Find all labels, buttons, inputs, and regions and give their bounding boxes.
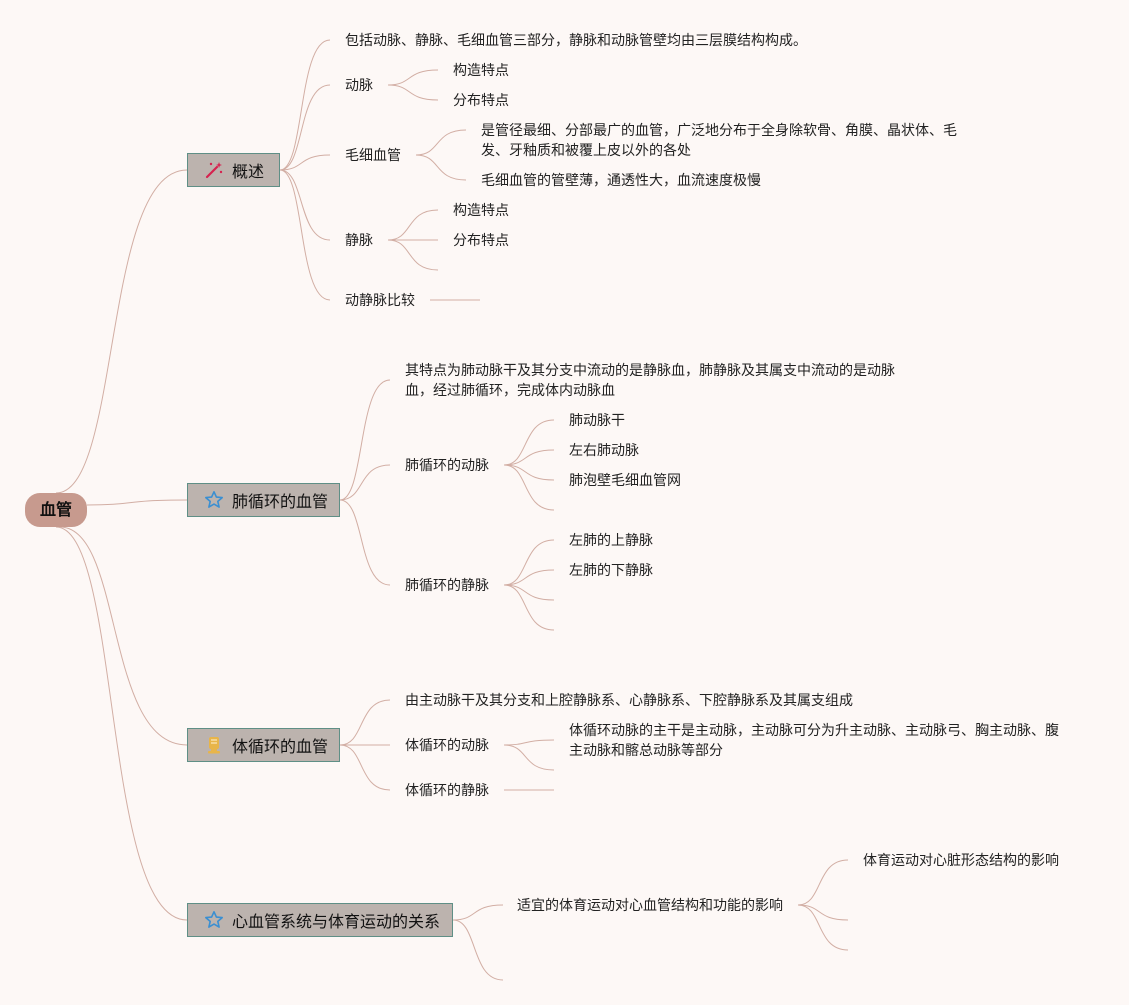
systemic-artery[interactable]: 体循环的动脉 [405, 738, 489, 754]
pulmonary-artery-capillary[interactable]: 肺泡壁毛细血管网 [569, 473, 681, 489]
edge-sa-empty [503, 744, 555, 771]
edge-overview-1 [279, 84, 331, 171]
branch-systemic[interactable]: 体循环的血管 [187, 728, 340, 762]
edge-pa-capillary [503, 464, 555, 481]
systemic-vein[interactable]: 体循环的静脉 [405, 783, 489, 799]
branch-overview-label: 概述 [232, 162, 265, 181]
edge-pa-empty [503, 464, 555, 511]
edge-capillary-wall [415, 154, 467, 181]
edge-sports-effect [452, 904, 504, 921]
edge-root-sports [55, 526, 188, 921]
edge-systemic-intro [339, 699, 391, 746]
edge-effect-empty1 [797, 904, 849, 921]
edge-pv-empty2 [503, 584, 555, 631]
edge-sports-empty [452, 919, 504, 981]
overview-vein[interactable]: 静脉 [345, 233, 373, 249]
edge-pa-trunk [503, 419, 555, 466]
pulmonary-intro[interactable]: 其特点为肺动脉干及其分支中流动的是静脉血，肺静脉及其属支中流动的是动脉血，经过肺… [405, 363, 895, 399]
edge-vein-empty [387, 239, 439, 271]
edge-effect-empty2 [797, 904, 849, 951]
branch-pulmonary[interactable]: 肺循环的血管 [187, 483, 340, 517]
pulmonary-vein[interactable]: 肺循环的静脉 [405, 578, 489, 594]
edge-pulmonary-artery [339, 464, 391, 501]
overview-vein-distribution[interactable]: 分布特点 [453, 233, 509, 249]
overview-artery[interactable]: 动脉 [345, 78, 373, 94]
edge-pa-lr [503, 449, 555, 466]
sports-effect-heart[interactable]: 体育运动对心脏形态结构的影响 [863, 853, 1059, 869]
edge-systemic-vein [339, 744, 391, 791]
overview-artery-structure[interactable]: 构造特点 [453, 63, 509, 79]
star-icon [204, 490, 224, 510]
star-icon [204, 910, 224, 930]
overview-capillary[interactable]: 毛细血管 [345, 148, 401, 164]
systemic-artery-aorta[interactable]: 体循环动脉的主干是主动脉，主动脉可分为升主动脉、主动脉弓、胸主动脉、腹主动脉和髂… [569, 723, 1059, 759]
branch-sports[interactable]: 心血管系统与体育运动的关系 [187, 903, 453, 937]
edge-root-overview [55, 169, 188, 494]
edge-overview-4 [279, 169, 331, 301]
edge-pv-lower [503, 569, 555, 586]
branch-overview[interactable]: 概述 [187, 153, 280, 187]
root-node[interactable]: 血管 [25, 493, 87, 527]
systemic-intro[interactable]: 由主动脉干及其分支和上腔静脉系、心静脉系、下腔静脉系及其属支组成 [405, 693, 853, 709]
pulmonary-artery[interactable]: 肺循环的动脉 [405, 458, 489, 474]
pulmonary-artery-trunk[interactable]: 肺动脉干 [569, 413, 625, 429]
edge-overview-2 [279, 154, 331, 171]
overview-intro[interactable]: 包括动脉、静脉、毛细血管三部分，静脉和动脉管壁均由三层膜结构构成。 [345, 33, 807, 49]
edge-effect-heart [797, 859, 849, 906]
branch-sports-label: 心血管系统与体育运动的关系 [232, 912, 441, 931]
overview-compare[interactable]: 动静脉比较 [345, 293, 415, 309]
edge-pulmonary-vein [339, 499, 391, 586]
overview-capillary-wall[interactable]: 毛细血管的管壁薄，通透性大，血流速度极慢 [481, 173, 761, 189]
branch-systemic-label: 体循环的血管 [232, 737, 329, 756]
edge-overview-0 [279, 39, 331, 171]
edge-vein-structure [387, 209, 439, 241]
pulmonary-artery-lr[interactable]: 左右肺动脉 [569, 443, 639, 459]
edge-overview-3 [279, 169, 331, 241]
sports-effect[interactable]: 适宜的体育运动对心血管结构和功能的影响 [517, 898, 783, 914]
edge-pulmonary-intro [339, 379, 391, 501]
edge-artery-distribution [387, 84, 439, 101]
edge-capillary-desc [415, 129, 467, 156]
overview-artery-distribution[interactable]: 分布特点 [453, 93, 509, 109]
edge-pv-empty1 [503, 584, 555, 601]
branch-pulmonary-label: 肺循环的血管 [232, 492, 329, 511]
magic-wand-icon [204, 160, 224, 180]
edge-artery-structure [387, 69, 439, 86]
edge-root-systemic [59, 526, 188, 746]
pulmonary-vein-lower[interactable]: 左肺的下静脉 [569, 563, 653, 579]
overview-vein-structure[interactable]: 构造特点 [453, 203, 509, 219]
overview-capillary-desc[interactable]: 是管径最细、分部最广的血管，广泛地分布于全身除软骨、角膜、晶状体、毛发、牙釉质和… [481, 123, 957, 159]
trophy-icon [204, 735, 224, 755]
edge-root-pulmonary [86, 499, 188, 506]
edge-sa-aorta [503, 739, 555, 746]
pulmonary-vein-upper[interactable]: 左肺的上静脉 [569, 533, 653, 549]
edge-pv-upper [503, 539, 555, 586]
